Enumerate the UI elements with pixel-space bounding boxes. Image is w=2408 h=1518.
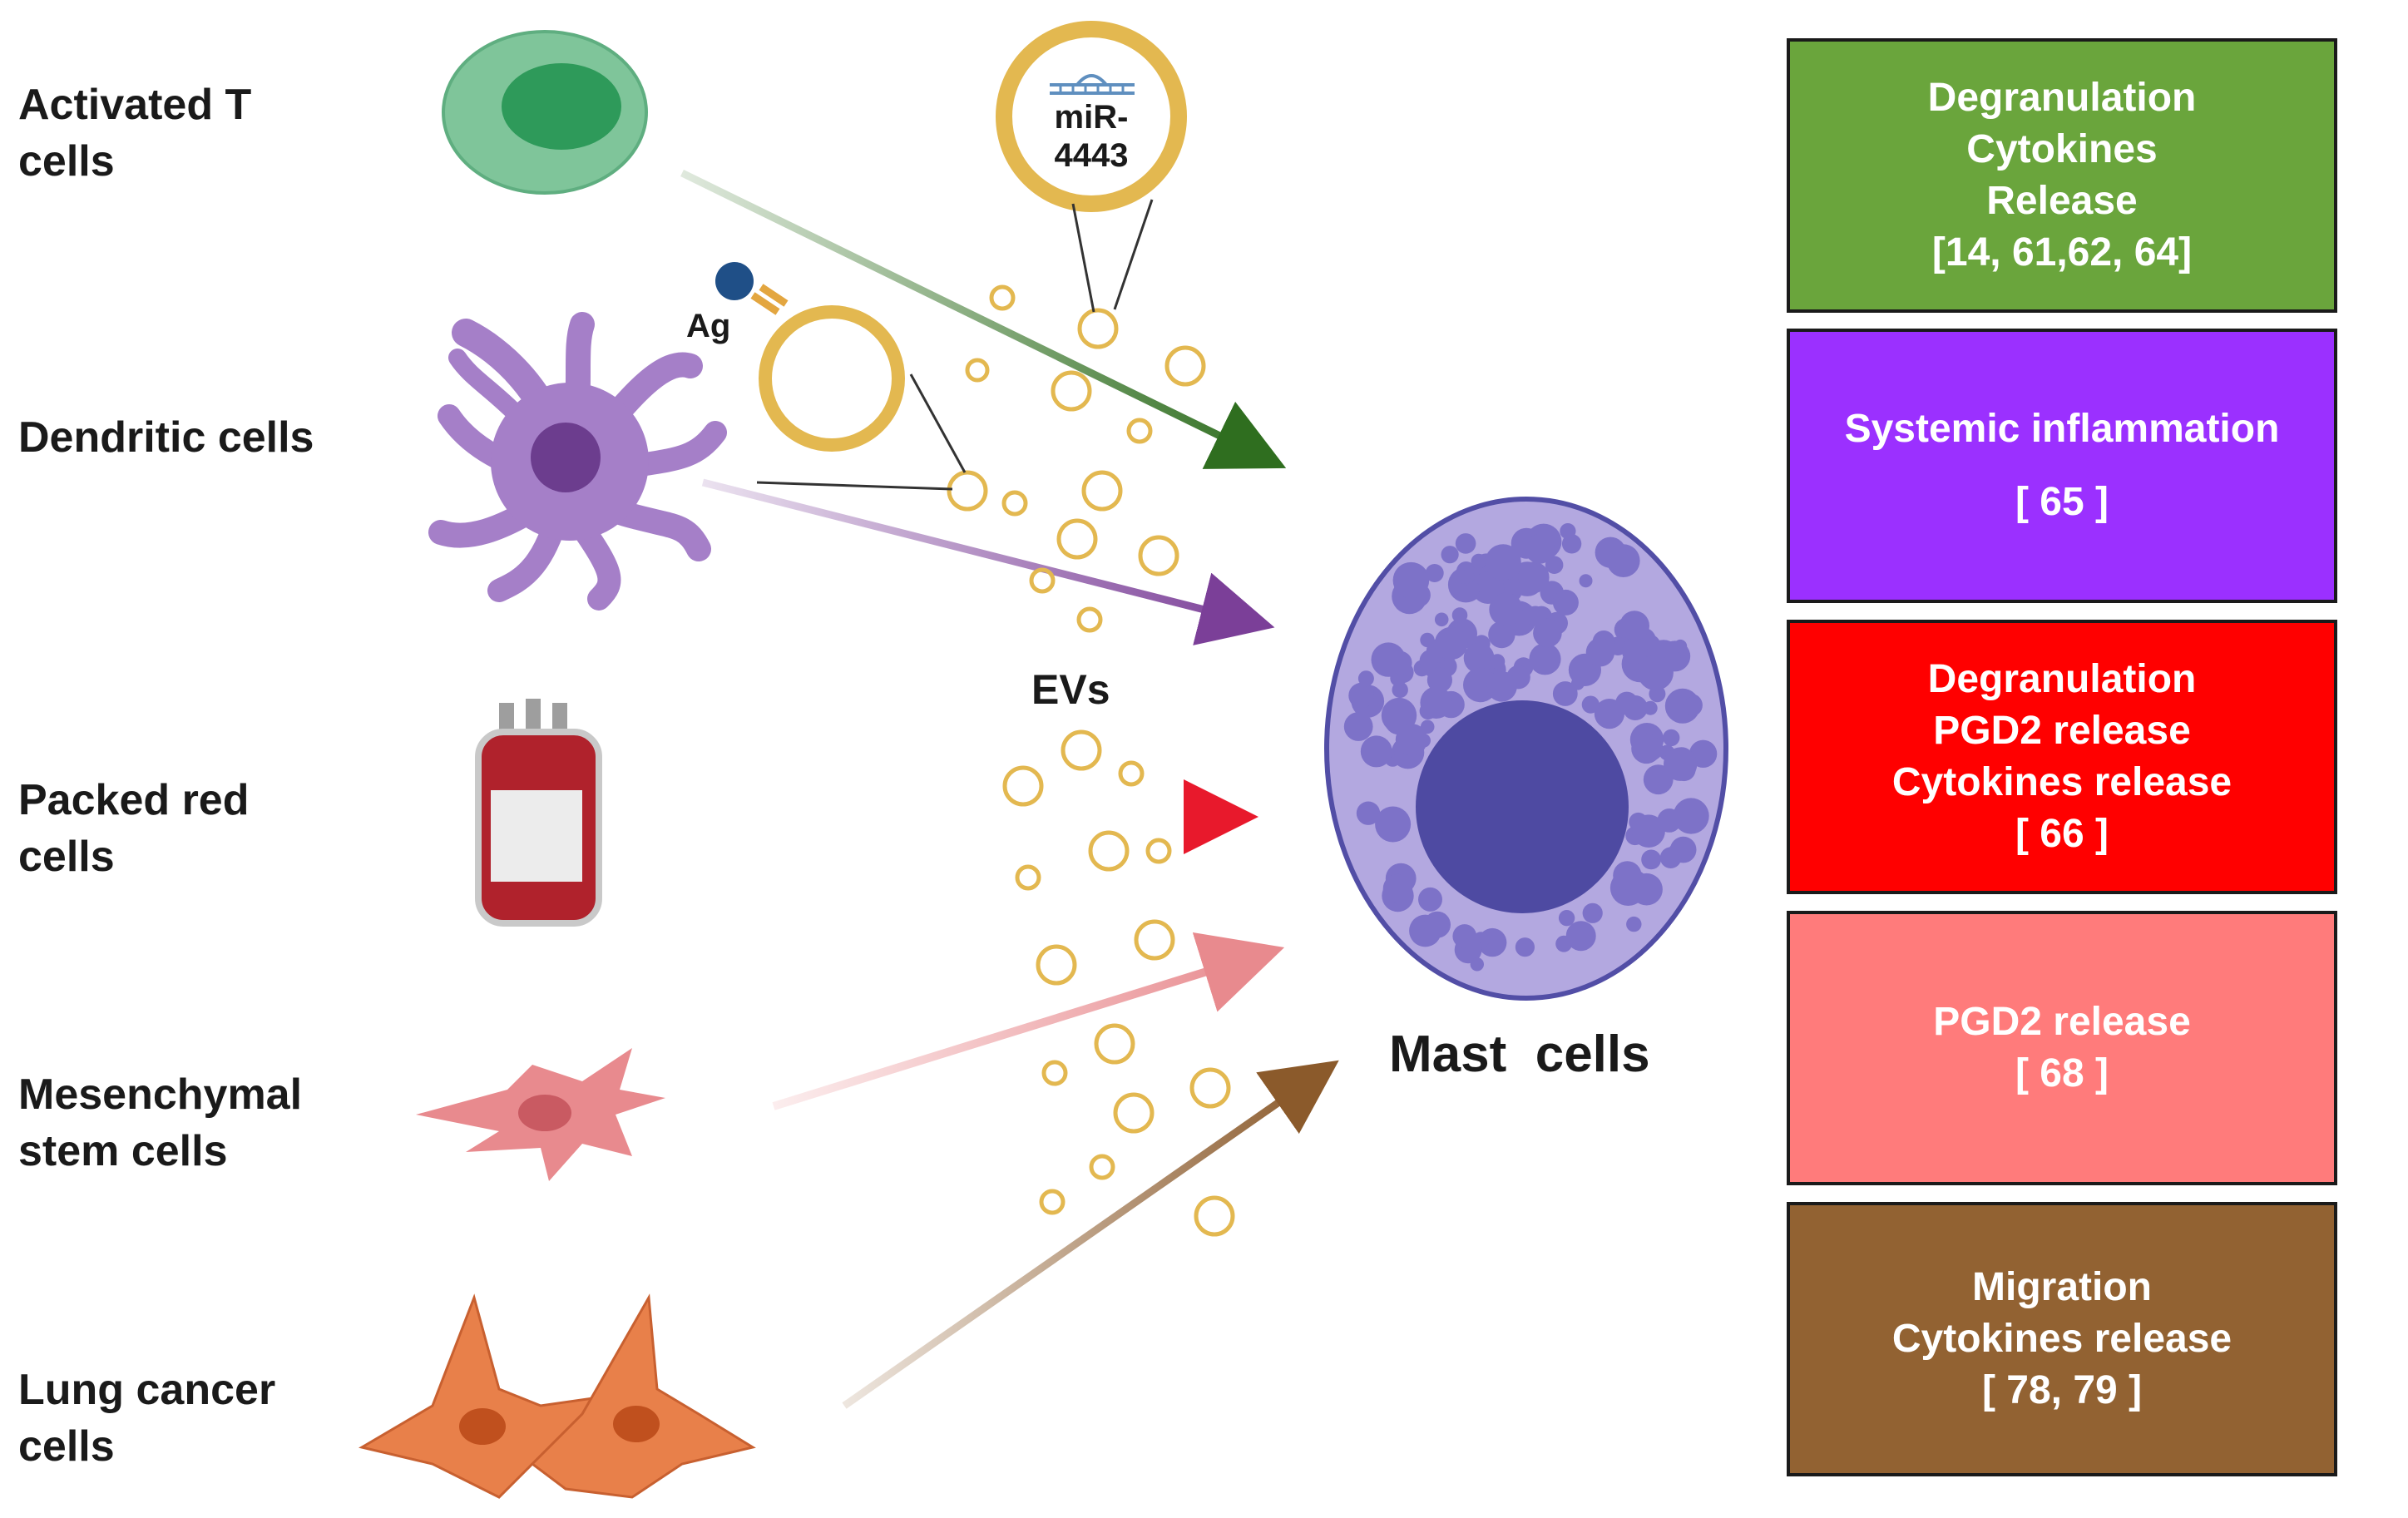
granule — [1382, 873, 1413, 904]
dendritic-cell-icon — [428, 312, 727, 611]
granule — [1631, 733, 1662, 764]
granule — [1637, 655, 1674, 691]
granule — [1490, 654, 1506, 670]
granule — [1673, 798, 1709, 834]
mast-cells-label: Mast cells — [1389, 1026, 1650, 1083]
granule — [1626, 916, 1642, 932]
granule — [1525, 534, 1555, 564]
granule — [1375, 806, 1412, 843]
granule — [1463, 642, 1495, 674]
granule — [1489, 592, 1523, 626]
mast-cell-icon — [1324, 497, 1728, 1001]
granule — [1515, 937, 1535, 957]
granule — [1525, 606, 1545, 626]
granule — [1619, 611, 1649, 641]
granule — [1585, 638, 1615, 667]
granule — [1455, 533, 1476, 554]
granule — [1558, 910, 1575, 927]
granule — [1418, 887, 1442, 912]
effect-box-dendritic: Systemic inflammation[ 65 ] — [1787, 329, 2337, 603]
granule — [1582, 902, 1603, 923]
granule — [1470, 957, 1485, 972]
granule — [1451, 607, 1468, 623]
granule — [1348, 682, 1375, 709]
granule — [1425, 564, 1444, 582]
granule — [1643, 764, 1674, 795]
granule — [1488, 621, 1516, 649]
ag-label: Ag — [686, 308, 731, 344]
granule — [1456, 570, 1471, 584]
arrow-msc — [772, 932, 1285, 1110]
granule — [1663, 729, 1680, 747]
granule — [1641, 849, 1661, 870]
granule — [1485, 544, 1521, 581]
granule — [1395, 724, 1428, 756]
granule — [1560, 523, 1576, 540]
granule — [1552, 589, 1579, 616]
granule — [1630, 873, 1663, 906]
granule — [1424, 911, 1451, 938]
granule — [1659, 847, 1682, 868]
ev-vesicles — [947, 284, 1235, 1237]
granule — [1441, 546, 1459, 564]
granule — [1683, 697, 1702, 716]
granule — [1674, 639, 1688, 653]
granule — [1357, 670, 1374, 687]
granule — [1615, 691, 1639, 714]
lung-cancer-cell-icon — [358, 1293, 756, 1499]
granule — [1356, 801, 1381, 825]
blood-bag-icon — [475, 699, 602, 927]
granule — [1632, 814, 1665, 848]
granule — [1466, 581, 1481, 596]
arrow-t-cells — [680, 169, 1287, 469]
granule — [1343, 712, 1373, 741]
granule — [1595, 536, 1626, 568]
granule — [1434, 626, 1468, 660]
granule — [1486, 671, 1517, 702]
granule — [1581, 695, 1600, 714]
granule — [1392, 561, 1430, 599]
effect-box-msc: PGD2 release[ 68 ] — [1787, 911, 2337, 1185]
granule — [1420, 686, 1452, 719]
granule — [1622, 638, 1648, 665]
granule — [1427, 667, 1452, 693]
granule — [1565, 921, 1596, 952]
ag-vesicle-icon — [715, 262, 967, 491]
mesenchymal-cell-icon — [416, 1048, 665, 1181]
granule — [1434, 612, 1449, 627]
granule — [1664, 747, 1698, 781]
arrow-lung-cancer — [842, 1060, 1339, 1409]
granule — [1545, 556, 1564, 574]
granule — [1452, 924, 1477, 948]
granule — [1579, 574, 1593, 588]
label-dendritic-cells: Dendritic cells — [18, 413, 314, 462]
granule — [1360, 735, 1392, 768]
granule — [1555, 935, 1572, 952]
granule — [1529, 643, 1561, 675]
t-cell-icon — [442, 30, 648, 195]
granule — [1471, 571, 1505, 604]
mirna-vesicle-icon — [996, 21, 1187, 313]
granule — [1552, 681, 1578, 706]
granule — [1533, 618, 1562, 648]
granule — [1518, 561, 1550, 593]
mirna-label: miR-4443 — [1054, 99, 1129, 174]
ev-label: EVs — [1031, 666, 1110, 713]
granule — [1471, 553, 1487, 570]
arrow-dendritic — [701, 478, 1275, 645]
granule — [1388, 650, 1412, 675]
